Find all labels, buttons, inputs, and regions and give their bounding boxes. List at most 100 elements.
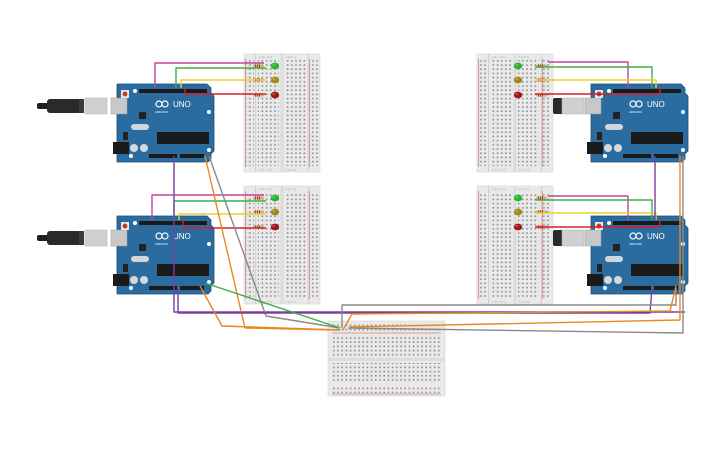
led-red[interactable]	[270, 223, 280, 231]
led-yellow[interactable]	[513, 208, 523, 216]
hole-grid[interactable]	[258, 60, 279, 166]
power-header[interactable]	[623, 154, 651, 158]
power-rail-left	[246, 60, 254, 166]
led-green[interactable]	[513, 194, 523, 202]
resistor[interactable]	[253, 64, 264, 68]
digital-header[interactable]	[139, 221, 207, 225]
column-label: a b c d e	[259, 168, 272, 172]
usb-port	[110, 229, 128, 247]
board-model-label: UNO	[173, 232, 191, 241]
board-model-label: UNO	[647, 100, 665, 109]
wire-yellow[interactable]	[180, 79, 266, 88]
usb-plug	[84, 229, 108, 247]
led-red[interactable]	[270, 91, 280, 99]
led-yellow[interactable]	[270, 76, 280, 84]
wire-magenta[interactable]	[154, 62, 264, 88]
mount-hole	[133, 89, 137, 93]
atmega-chip	[157, 264, 209, 276]
digital-header[interactable]	[613, 89, 681, 93]
mount-hole	[207, 242, 211, 246]
usb-chip	[613, 244, 620, 251]
led-green[interactable]	[513, 62, 523, 70]
wire-orange[interactable]	[342, 285, 677, 331]
wire-red[interactable]	[184, 88, 266, 95]
column-label: a b c d e	[492, 168, 505, 172]
led-red[interactable]	[513, 223, 523, 231]
analog-header[interactable]	[180, 286, 204, 290]
usb-cable[interactable]	[37, 229, 108, 247]
hole-grid[interactable]	[285, 192, 306, 298]
breadboard-half[interactable]	[327, 320, 446, 397]
wire-magenta[interactable]	[548, 195, 629, 220]
usb-cable[interactable]	[37, 97, 108, 115]
reset-button-cap	[122, 223, 128, 229]
power-header[interactable]	[149, 286, 177, 290]
analog-header[interactable]	[654, 154, 678, 158]
board-model-label: UNO	[173, 100, 191, 109]
resistor[interactable]	[253, 196, 264, 200]
wire-gray[interactable]	[341, 288, 677, 328]
column-label: a b c d e	[492, 55, 505, 59]
resistor[interactable]	[536, 196, 547, 200]
hole-grid[interactable]	[518, 60, 539, 166]
hole-grid[interactable]	[333, 363, 440, 383]
led-yellow[interactable]	[270, 208, 280, 216]
power-header[interactable]	[623, 286, 651, 290]
analog-header[interactable]	[180, 154, 204, 158]
wire-green[interactable]	[204, 282, 341, 329]
column-label: a b c d e	[259, 300, 272, 304]
wire-magenta[interactable]	[151, 194, 264, 220]
led-highlight	[272, 78, 276, 80]
wire-orange[interactable]	[349, 156, 681, 328]
analog-header[interactable]	[654, 286, 678, 290]
power-header[interactable]	[149, 154, 177, 158]
capacitor	[604, 276, 612, 284]
hole-grid[interactable]	[491, 60, 512, 166]
column-label: a b c d e	[492, 187, 505, 191]
wire-gray[interactable]	[208, 155, 341, 329]
led-green[interactable]	[270, 62, 280, 70]
hole-grid[interactable]	[285, 60, 306, 166]
column-label: a b c d e	[492, 300, 505, 304]
hole-grid[interactable]	[491, 192, 512, 298]
regulator	[123, 132, 128, 140]
column-label: f g h i j	[286, 300, 297, 304]
wire-green[interactable]	[535, 66, 653, 88]
led-green[interactable]	[270, 194, 280, 202]
capacitor	[140, 144, 148, 152]
hole-grid[interactable]	[258, 192, 279, 298]
hole-grid[interactable]	[333, 336, 440, 356]
usb-plug[interactable]	[553, 229, 585, 247]
usb-chip	[139, 244, 146, 251]
usb-plug[interactable]	[553, 97, 585, 115]
hole-grid[interactable]	[518, 192, 539, 298]
wire-yellow[interactable]	[535, 79, 657, 88]
mount-hole	[607, 221, 611, 225]
wire-red[interactable]	[535, 88, 661, 95]
led-highlight	[515, 64, 519, 66]
wire-gray[interactable]	[347, 156, 684, 334]
mount-hole	[681, 148, 685, 152]
led-red[interactable]	[513, 91, 523, 99]
power-rail-right	[310, 192, 318, 298]
wire-red[interactable]	[535, 220, 661, 228]
wire-yellow[interactable]	[535, 212, 657, 220]
digital-header[interactable]	[139, 89, 207, 93]
center-channel	[328, 358, 445, 361]
column-label: f g h i j	[519, 300, 530, 304]
wire-yellow[interactable]	[178, 213, 266, 220]
wire-green[interactable]	[175, 67, 266, 88]
digital-header[interactable]	[613, 221, 681, 225]
resistor[interactable]	[253, 210, 264, 214]
wire-red[interactable]	[182, 220, 266, 229]
wire-orange[interactable]	[199, 285, 341, 331]
led-yellow[interactable]	[513, 76, 523, 84]
